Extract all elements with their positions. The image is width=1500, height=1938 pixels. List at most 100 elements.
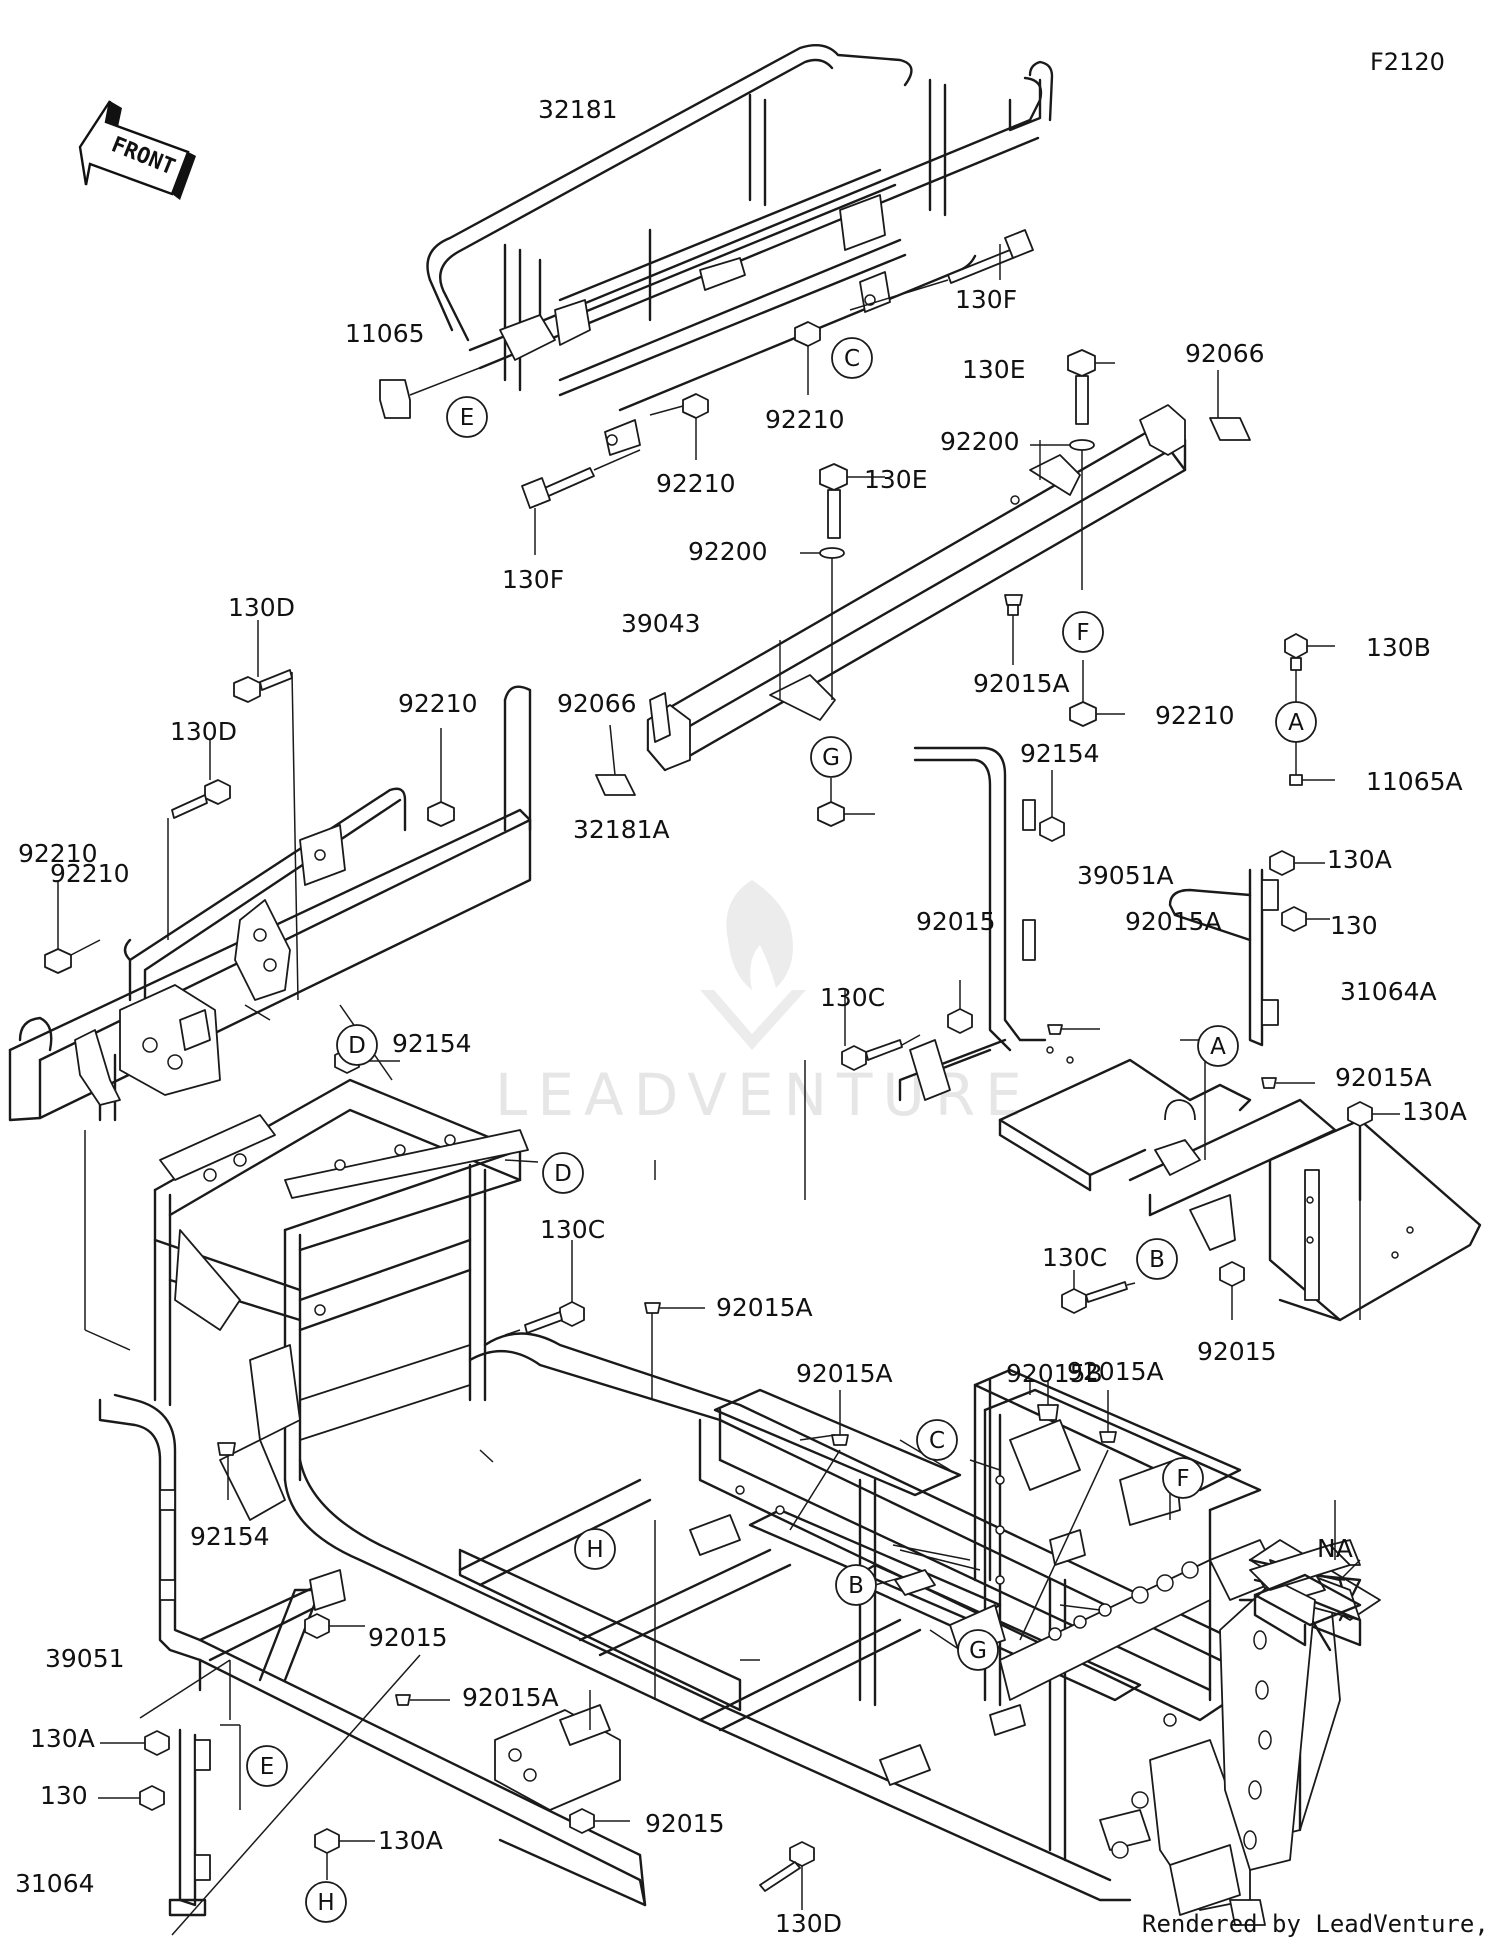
part-label: 92015 (645, 1809, 725, 1838)
part-label: 92210 (765, 405, 845, 434)
bolt-130C-frame (504, 1240, 585, 1336)
side-frame-39051A (898, 746, 1047, 1102)
detail-130B-11065A (1284, 633, 1335, 786)
ref-circle-a: A (1197, 1025, 1239, 1067)
ref-circle-letter: G (969, 1638, 987, 1664)
bolt-92015A-frame-d (395, 1694, 450, 1706)
cap-92066-left (595, 724, 636, 796)
part-label: 11065 (345, 319, 425, 348)
ref-circle-d: D (336, 1024, 378, 1066)
part-label: 92200 (940, 427, 1020, 456)
part-label: 130A (378, 1826, 443, 1855)
part-label: 130F (955, 285, 1017, 314)
ref-circle-outline (916, 1419, 958, 1461)
part-label: 92015 (916, 907, 996, 936)
ref-circle-letter: B (848, 1573, 864, 1599)
bolt-92015A-right-lower (1261, 1077, 1315, 1089)
ref-circle-letter: F (1176, 1466, 1189, 1492)
handle-31064 (168, 1724, 241, 1917)
credit-text: Rendered by LeadVenture, Inc. (1142, 1910, 1500, 1938)
side-frame-39051 (98, 1393, 647, 1907)
ref-circle-outline (446, 396, 488, 438)
bolt-130C-right (841, 990, 921, 1071)
ref-circle-c: C (831, 337, 873, 379)
ref-circle-h: H (574, 1528, 616, 1570)
cap-11065 (379, 359, 501, 419)
part-labels: 32181130F110659221092210130F130E92066922… (15, 95, 1467, 1938)
ref-circle-outline (1136, 1238, 1178, 1280)
ref-circle-outline (831, 337, 873, 379)
ref-circle-outline (810, 736, 852, 778)
part-label: 92154 (190, 1522, 270, 1551)
part-label: 130E (962, 355, 1026, 384)
bolt-130A-right-top (1269, 850, 1325, 876)
part-label: NA (1317, 1534, 1353, 1563)
bolt-130F-right (849, 229, 1034, 311)
ref-circle-f: F (1062, 611, 1104, 653)
ref-circle-letter: H (317, 1890, 334, 1916)
bolt-130D-b (167, 740, 231, 940)
ref-circle-c: C (916, 1419, 958, 1461)
ref-circle-outline (574, 1528, 616, 1570)
nut-92210-left-b (44, 880, 101, 974)
nut-92210-left-a (427, 728, 455, 827)
part-label: 39051A (1077, 861, 1174, 890)
part-label: 92015A (1335, 1063, 1432, 1092)
nut-92015-right (947, 980, 973, 1034)
bolt-130D-frame-bottom (759, 1841, 815, 1910)
ref-circle-letter: A (1288, 710, 1304, 736)
ref-circle-letter: C (844, 346, 860, 372)
ref-circle-outline (542, 1152, 584, 1194)
bolt-130A-right-lower (1347, 1101, 1400, 1320)
bolt-130F-left (521, 449, 641, 555)
part-label: 39043 (621, 609, 701, 638)
part-label: 130D (170, 717, 237, 746)
ref-circle-e: E (246, 1745, 288, 1787)
ref-circle-outline (336, 1024, 378, 1066)
ref-circle-letter: H (586, 1537, 603, 1563)
bolt-130A-frame-left (100, 1730, 170, 1756)
ref-circle-outline (1275, 701, 1317, 743)
bolt-92015A-frame-c (1099, 1390, 1117, 1443)
part-label: 92015A (1125, 907, 1222, 936)
part-label: 130D (228, 593, 295, 622)
part-label: 92210 (1155, 701, 1235, 730)
bolt-92015A-frame-a (644, 1302, 705, 1400)
bolt-130C-lower-right (1061, 1270, 1136, 1314)
bolt-130D-a (233, 620, 299, 1001)
part-label: 92015A (462, 1683, 559, 1712)
part-label: 92154 (1020, 739, 1100, 768)
part-label: 92154 (392, 1029, 472, 1058)
part-label: 130 (1330, 911, 1378, 940)
bolt-92015A-right (1047, 1024, 1100, 1035)
nut-92210-f (1069, 660, 1125, 727)
rear-frame-32181A (8, 685, 532, 1122)
ref-circle-b: B (1136, 1238, 1178, 1280)
nut-92210-g (817, 778, 875, 827)
ref-circle-letter: E (260, 1754, 275, 1780)
bolt-130-right (1281, 906, 1330, 932)
part-label: 92066 (557, 689, 637, 718)
nut-92015-frame-bottom (569, 1808, 630, 1834)
ref-circle-outline (957, 1629, 999, 1671)
crossbar-39043 (646, 404, 1187, 772)
bolt-130E-left (819, 463, 885, 539)
ref-circle-letter: F (1076, 620, 1089, 646)
part-label: 31064A (1340, 977, 1437, 1006)
part-label: 92015 (368, 1623, 448, 1652)
part-label: 130A (1402, 1097, 1467, 1126)
leader-lines (84, 1004, 1361, 1936)
part-label: 92015A (716, 1293, 813, 1322)
nut-92015-frame-left (304, 1613, 365, 1639)
ref-circle-b: B (835, 1564, 877, 1606)
ref-circle-outline (1162, 1457, 1204, 1499)
ref-circle-a: A (1275, 701, 1317, 743)
ref-circle-h: H (305, 1881, 347, 1923)
part-label: 92210 (18, 839, 98, 868)
bolt-92154-frame-left (217, 1442, 236, 1500)
bolt-130-frame-left (98, 1785, 165, 1811)
bolt-92015A-frame-b (831, 1390, 849, 1446)
figure-code: F2120 (1370, 48, 1445, 76)
